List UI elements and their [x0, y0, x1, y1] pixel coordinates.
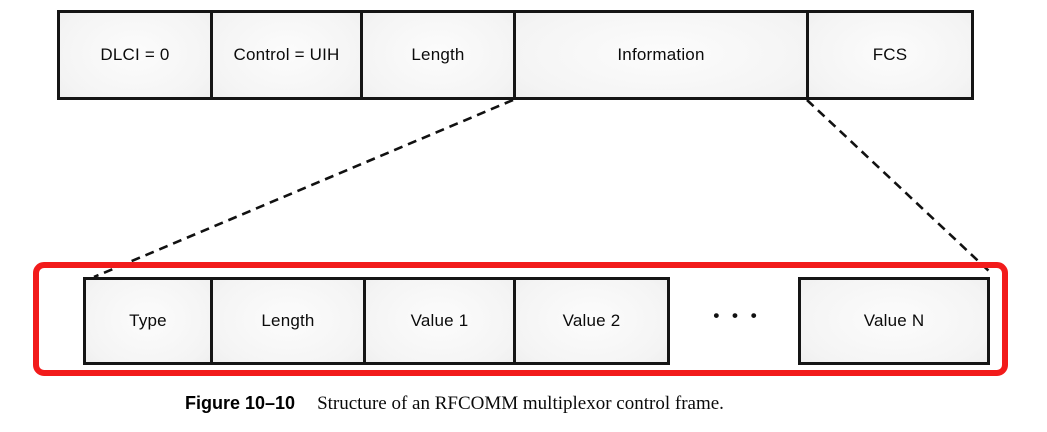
dashed-line-left	[93, 98, 514, 279]
field-box-dlci: DLCI = 0	[57, 10, 213, 100]
dashed-line-right	[806, 99, 992, 274]
figure-caption-number: Figure 10–10	[185, 393, 296, 413]
field-box-length: Length	[360, 10, 516, 100]
field-box-value2: Value 2	[513, 277, 670, 365]
field-box-value1: Value 1	[363, 277, 516, 365]
figure-caption-text: Structure of an RFCOMM multiplexor contr…	[317, 393, 724, 414]
ellipsis-dots: • • •	[713, 306, 757, 325]
highlight-red-outline	[33, 262, 1008, 376]
field-box-length2: Length	[210, 277, 366, 365]
field-box-type: Type	[83, 277, 213, 365]
field-box-information: Information	[513, 10, 809, 100]
field-box-fcs: FCS	[806, 10, 974, 100]
field-box-control: Control = UIH	[210, 10, 363, 100]
field-box-valueN: Value N	[798, 277, 990, 365]
figure-caption: Figure 10–10 Structure of an RFCOMM mult…	[185, 393, 724, 415]
